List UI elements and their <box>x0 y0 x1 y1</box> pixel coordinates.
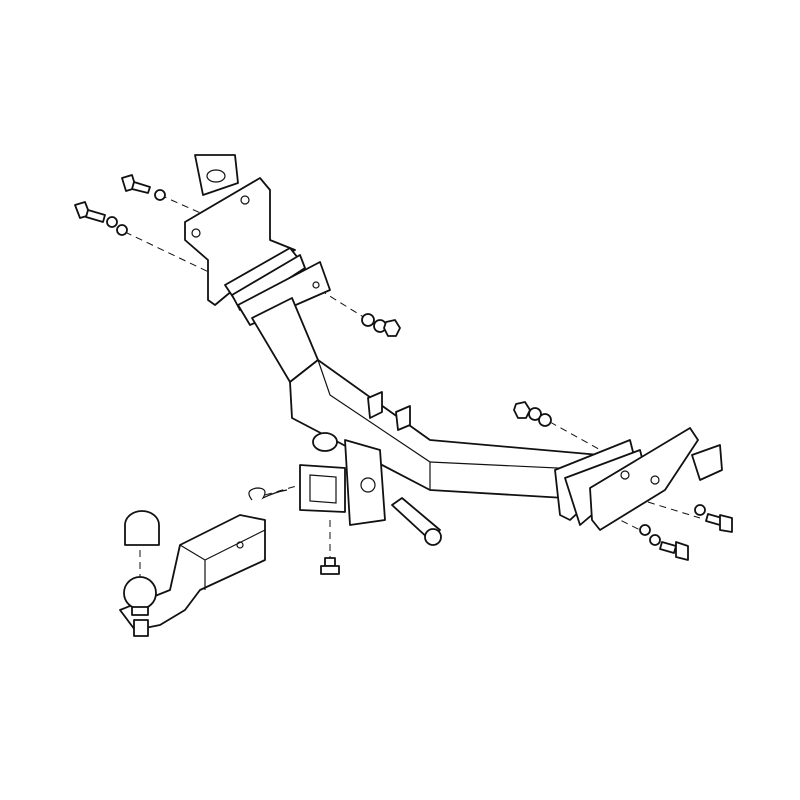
hitch-pin <box>391 497 442 546</box>
right-mounting-bracket <box>554 427 723 531</box>
left-upper-bolt <box>121 174 166 201</box>
pin-clip <box>248 487 288 501</box>
left-nuts-washers <box>361 313 401 337</box>
right-nuts-washers <box>513 401 552 427</box>
left-mounting-bracket <box>184 154 331 326</box>
right-upper-bolt <box>694 504 733 533</box>
small-bolt <box>320 557 340 575</box>
tow-ball <box>123 576 157 616</box>
right-lower-bolt <box>639 524 689 561</box>
left-lower-bolt <box>74 201 128 236</box>
receiver-tube <box>299 432 386 526</box>
tow-ball-cap <box>124 510 160 546</box>
